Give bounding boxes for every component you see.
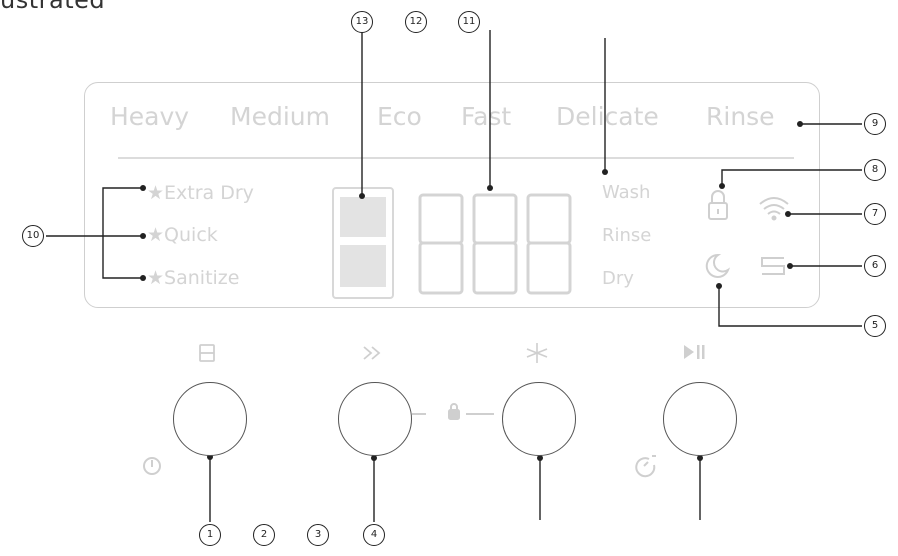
- callout-13: 13: [351, 11, 373, 33]
- program-fast: Fast: [461, 102, 512, 131]
- program-indicator-box: [332, 187, 394, 299]
- program-medium: Medium: [230, 102, 330, 131]
- callout-7: 7: [864, 203, 886, 225]
- program-icon: [199, 344, 215, 362]
- option-star-icon: ★: [147, 267, 165, 289]
- callout-9: 9: [864, 113, 886, 135]
- digit-1: [418, 193, 464, 295]
- digit-2: [472, 193, 518, 295]
- digit-3: [526, 193, 572, 295]
- child-lock-connector: [412, 403, 494, 420]
- star-icon: [526, 343, 548, 363]
- panel-divider: [118, 157, 794, 159]
- wifi-icon: [759, 197, 789, 221]
- stage-wash: Wash: [602, 182, 651, 203]
- callout-12: 12: [405, 11, 427, 33]
- display-panel: [84, 82, 820, 308]
- option-star-icon: ★: [147, 224, 165, 246]
- timer-icon: [635, 455, 656, 478]
- caption-fragment: ustrated: [0, 0, 106, 14]
- option-extra-dry: ★Extra Dry: [147, 182, 254, 204]
- program-button[interactable]: [173, 382, 247, 456]
- callout-3: 3: [307, 524, 329, 546]
- seven-segment-display: [418, 193, 572, 295]
- double-chevron-icon: [363, 346, 381, 360]
- callout-8: 8: [864, 159, 886, 181]
- callout-10: 10: [22, 225, 44, 247]
- callout-6: 6: [864, 255, 886, 277]
- leader-lines: [46, 30, 862, 522]
- play-pause-icon: [684, 345, 705, 359]
- option-quick: ★Quick: [147, 224, 218, 246]
- option-star-icon: ★: [147, 182, 165, 204]
- callout-1: 1: [199, 524, 221, 546]
- program-heavy: Heavy: [110, 102, 190, 131]
- program-delicate: Delicate: [556, 102, 659, 131]
- options-button[interactable]: [338, 382, 412, 456]
- program-rinse: Rinse: [706, 102, 775, 131]
- option-sanitize: ★Sanitize: [147, 267, 240, 289]
- rinse-aid-icon: [761, 257, 785, 275]
- power-icon: [143, 457, 161, 475]
- start-pause-button[interactable]: [663, 382, 737, 456]
- callout-4: 4: [363, 524, 385, 546]
- leader-dots: [140, 121, 803, 461]
- callout-11: 11: [458, 11, 480, 33]
- program-eco: Eco: [377, 102, 422, 131]
- stage-dry: Dry: [602, 268, 634, 289]
- callout-5: 5: [864, 315, 886, 337]
- favorite-button[interactable]: [502, 382, 576, 456]
- stage-rinse: Rinse: [602, 225, 652, 246]
- callout-2: 2: [253, 524, 275, 546]
- lock-icon: [708, 190, 728, 220]
- moon-icon: [705, 253, 731, 278]
